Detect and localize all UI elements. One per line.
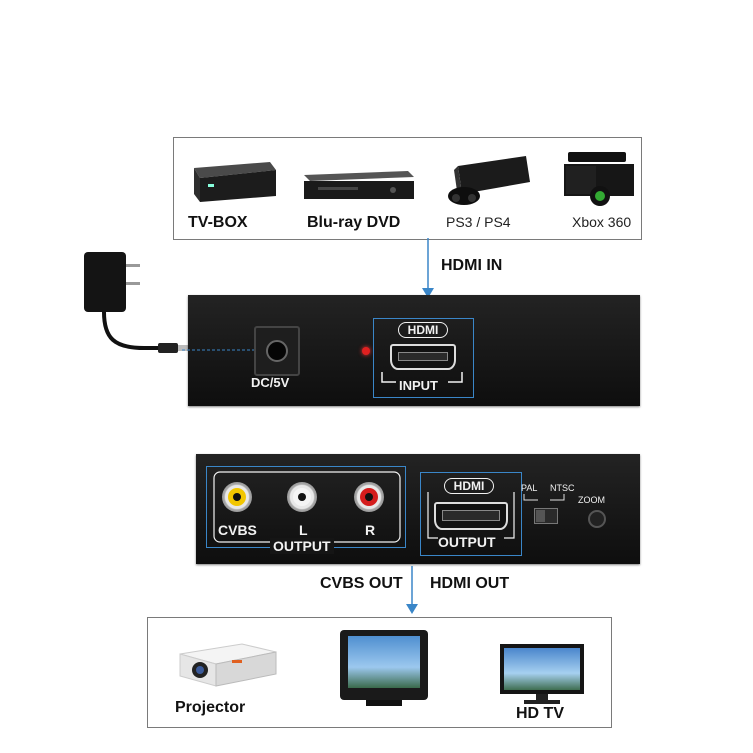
xbox-console-image: [564, 152, 634, 206]
pal-ntsc-bracket: [523, 494, 565, 501]
hdmi-input-bracket: [381, 372, 463, 383]
power-adapter-image: [84, 252, 190, 353]
pal-ntsc-switch[interactable]: [534, 508, 558, 524]
zoom-button[interactable]: [588, 510, 606, 528]
zoom-label: ZOOM: [578, 495, 605, 505]
analog-output-label: OUTPUT: [270, 538, 334, 554]
cvbs-out-label: CVBS OUT: [320, 575, 403, 592]
hd-tv-image: [500, 644, 584, 704]
dc-power-jack: [254, 326, 300, 376]
l-label: L: [299, 522, 308, 538]
hdmi-input-port: [390, 344, 456, 370]
hdmi-output-bracket: [427, 492, 515, 539]
pal-label: PAL: [521, 483, 538, 493]
power-led: [362, 347, 370, 355]
hdmi-output-logo: HDMI: [444, 478, 494, 494]
dc-label: DC/5V: [251, 375, 290, 390]
tv-box-label: TV-BOX: [188, 214, 248, 231]
hdmi-output-label: OUTPUT: [438, 534, 496, 550]
bluray-label: Blu-ray DVD: [307, 214, 401, 231]
hdmi-output-highlight: [420, 472, 522, 556]
hdmi-input-highlight: [373, 318, 474, 398]
r-label: R: [365, 522, 376, 538]
hdmi-input-logo: HDMI: [398, 322, 448, 338]
ps-label: PS3 / PS4: [446, 214, 511, 230]
xbox-label: Xbox 360: [572, 214, 632, 230]
cvbs-label: CVBS: [218, 522, 257, 538]
tv-box-image: [194, 162, 276, 202]
projector-label: Projector: [175, 699, 246, 716]
ps-console-image: [448, 156, 530, 205]
right-rca-jack: [354, 482, 384, 512]
hdmi-in-label: HDMI IN: [441, 257, 503, 274]
crt-tv-image: [340, 630, 428, 706]
hd-tv-label: HD TV: [516, 705, 564, 722]
hdmi-input-label: INPUT: [399, 378, 438, 393]
hdmi-in-arrow: [422, 238, 434, 298]
projector-image: [179, 643, 277, 687]
dc-connector-line: [182, 349, 254, 351]
ntsc-label: NTSC: [550, 483, 575, 493]
cvbs-rca-jack: [222, 482, 252, 512]
hdmi-output-port: [434, 502, 508, 530]
hdmi-out-label: HDMI OUT: [430, 575, 510, 592]
output-arrow: [406, 566, 418, 614]
bluray-player-image: [304, 171, 414, 199]
left-rca-jack: [287, 482, 317, 512]
